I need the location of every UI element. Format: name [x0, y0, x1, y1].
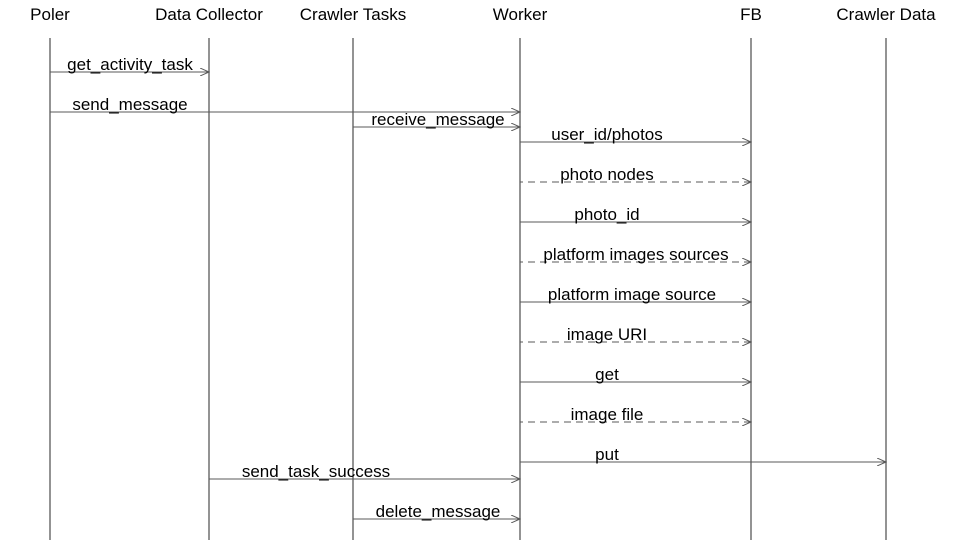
message-label-m12: put: [595, 445, 619, 464]
lifeline-header-worker: Worker: [492, 5, 548, 24]
lifeline-header-crawler-tasks: Crawler Tasks: [299, 5, 407, 24]
lifeline-header-poler: Poler: [30, 5, 70, 24]
lifelines-group: [49, 38, 887, 540]
message-label-m6: photo_id: [574, 205, 640, 224]
lifeline-header-fb: FB: [740, 5, 762, 24]
message-label-m1: get_activity_task: [67, 55, 193, 74]
message-label-m11: image file: [570, 405, 644, 424]
message-label-m8: platform image source: [547, 285, 717, 304]
message-label-m3: receive_message: [371, 110, 505, 129]
lifeline-header-crawler-data: Crawler Data: [836, 5, 936, 24]
message-label-m14: delete_message: [375, 502, 501, 521]
message-label-m10: get: [595, 365, 619, 384]
message-label-m2: send_message: [72, 95, 188, 114]
message-label-m5: photo nodes: [560, 165, 654, 184]
message-label-m9: image URI: [566, 325, 648, 344]
lifeline-header-data-collector: Data Collector: [155, 5, 263, 24]
message-label-m7: platform images sources: [543, 245, 729, 264]
message-label-m4: user_id/photos: [551, 125, 663, 144]
message-arrows-group: [50, 72, 886, 519]
message-label-m13: send_task_success: [241, 462, 391, 481]
